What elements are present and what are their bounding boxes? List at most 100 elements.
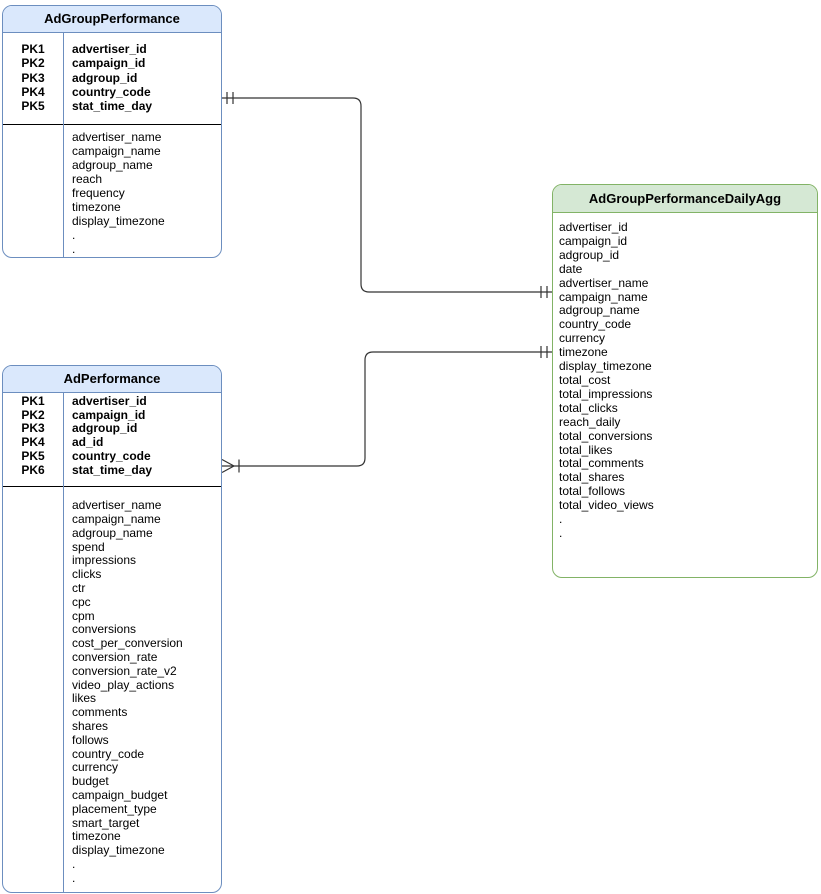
- field-row: likes: [72, 691, 97, 706]
- pk-key-label: PK4: [21, 84, 45, 99]
- field-row: clicks: [72, 567, 102, 582]
- field-row: ctr: [72, 581, 86, 595]
- field-row: total_shares: [559, 470, 625, 485]
- pk-field-name: campaign_id: [72, 56, 146, 71]
- field-row: reach: [72, 172, 103, 187]
- entity-title[interactable]: AdGroupPerformance: [3, 6, 221, 33]
- pk-field-name: country_code: [72, 84, 151, 99]
- cardinality-one-or-many-icon: [221, 458, 240, 474]
- column-divider: [63, 392, 64, 892]
- entity-adgroupperformancedailyagg[interactable]: AdGroupPerformanceDailyAgg advertiser_id…: [552, 184, 818, 578]
- pk-key-label: PK3: [21, 70, 45, 85]
- field-row: budget: [72, 774, 109, 789]
- field-row: advertiser_name: [72, 130, 162, 145]
- pk-field-name: ad_id: [72, 435, 104, 450]
- field-row: impressions: [72, 553, 137, 568]
- field-row: display_timezone: [72, 843, 165, 858]
- pk-field-name: stat_time_day: [72, 99, 153, 114]
- field-row: cpc: [72, 594, 91, 609]
- field-row: total_clicks: [559, 400, 618, 415]
- field-row: adgroup_id: [559, 247, 620, 262]
- field-row: currency: [559, 331, 606, 346]
- field-row: campaign_name: [559, 289, 648, 304]
- column-divider: [63, 32, 64, 257]
- connector-line[interactable]: [222, 97, 552, 293]
- field-row: total_video_views: [559, 498, 654, 513]
- entity-title[interactable]: AdPerformance: [3, 366, 221, 393]
- field-row: total_cost: [559, 372, 611, 387]
- primary-key-row: PK5 stat_time_day: [3, 99, 221, 113]
- field-row: country_code: [559, 317, 632, 332]
- field-row: advertiser_name: [559, 275, 649, 290]
- field-row: timezone: [559, 345, 608, 360]
- field-row: timezone: [72, 200, 121, 215]
- pk-field-name: adgroup_id: [72, 70, 138, 85]
- field-row: shares: [72, 718, 109, 733]
- field-row: .: [72, 870, 76, 885]
- relationship-adperformance-to-dailyagg[interactable]: [221, 346, 552, 474]
- pk-key-label: PK1: [21, 394, 45, 408]
- pk-key-label: PK5: [21, 99, 45, 114]
- field-row: advertiser_name: [72, 498, 162, 513]
- field-row: comments: [72, 705, 128, 720]
- pk-key-label: PK3: [21, 421, 45, 436]
- field-row: .: [72, 242, 76, 257]
- field-row: advertiser_id: [559, 220, 628, 234]
- pk-key-label: PK5: [21, 448, 45, 463]
- field-row: campaign_name: [72, 144, 161, 159]
- field-row: smart_target: [72, 815, 140, 830]
- field-row: .: [559, 525, 563, 540]
- primary-key-row: PK2 campaign_id: [3, 407, 221, 423]
- field-row: adgroup_name: [72, 158, 153, 173]
- field-row: cpm: [72, 608, 95, 623]
- pk-key-label: PK4: [21, 435, 45, 450]
- cardinality-one-and-only-one-icon: [540, 346, 548, 358]
- pk-key-label: PK2: [21, 407, 45, 422]
- field-row: campaign_id: [559, 233, 628, 248]
- field-row: follows: [72, 732, 109, 747]
- field-row: total_comments: [559, 456, 644, 471]
- relationship-adgroupperformance-to-dailyagg[interactable]: [222, 92, 552, 298]
- field-row: display_timezone: [559, 359, 652, 374]
- field-row: total_likes: [559, 442, 613, 457]
- connector-line[interactable]: [222, 351, 552, 467]
- primary-key-row: PK5 country_code: [3, 448, 221, 464]
- field-row: frequency: [72, 186, 125, 201]
- entity-title[interactable]: AdGroupPerformanceDailyAgg: [553, 185, 817, 213]
- field-row: adgroup_name: [559, 303, 640, 318]
- field-row: conversion_rate: [72, 649, 158, 664]
- cardinality-one-and-only-one-icon: [540, 286, 548, 298]
- primary-key-row: PK3 adgroup_id: [3, 71, 221, 85]
- field-row: adgroup_name: [72, 525, 153, 540]
- field-row: .: [559, 512, 563, 527]
- field-row: campaign_budget: [72, 787, 168, 802]
- pk-key-label: PK1: [21, 42, 45, 56]
- cardinality-one-and-only-one-icon: [226, 92, 234, 104]
- pk-field-name: stat_time_day: [72, 462, 153, 477]
- pk-key-label: PK2: [21, 56, 45, 71]
- field-row: country_code: [72, 746, 145, 761]
- field-row: display_timezone: [72, 214, 165, 229]
- field-row: reach_daily: [559, 414, 621, 429]
- field-row: placement_type: [72, 801, 157, 816]
- field-row: timezone: [72, 829, 121, 844]
- field-row: campaign_name: [72, 512, 161, 527]
- pk-field-name: campaign_id: [72, 407, 146, 422]
- field-row: video_play_actions: [72, 677, 175, 692]
- primary-key-row: PK4 ad_id: [3, 435, 221, 450]
- field-row: .: [72, 856, 76, 871]
- pk-field-name: country_code: [72, 448, 151, 463]
- primary-key-row: PK2 campaign_id: [3, 56, 221, 70]
